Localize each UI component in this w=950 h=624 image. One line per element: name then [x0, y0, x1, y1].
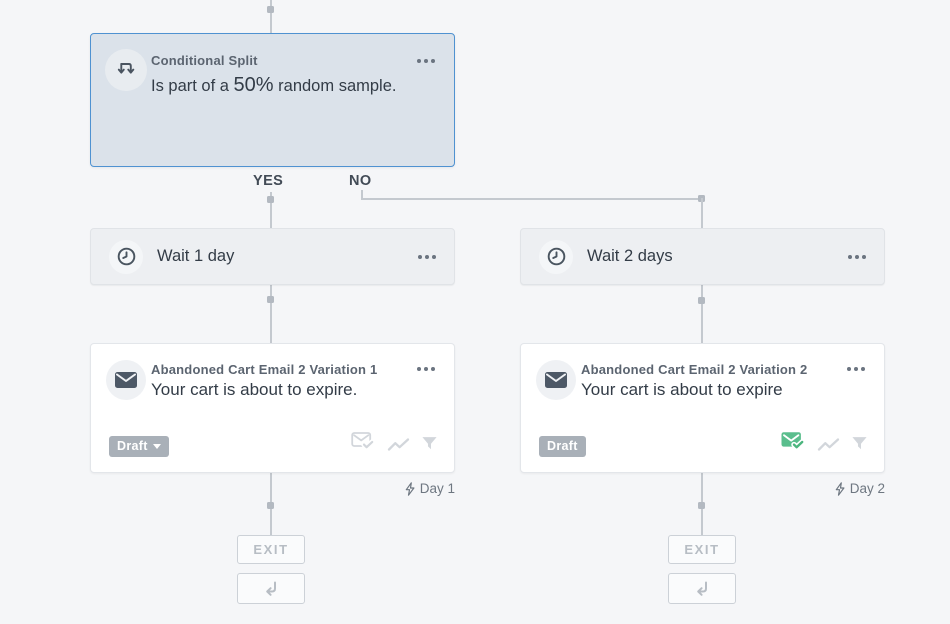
- email-name: Abandoned Cart Email 2 Variation 2: [581, 362, 808, 377]
- connector-joint: [267, 296, 274, 303]
- filter-icon[interactable]: [851, 435, 868, 457]
- connector-left-mid: [270, 285, 272, 343]
- connector-joint: [267, 196, 274, 203]
- lightning-icon: [405, 481, 415, 496]
- status-badge[interactable]: Draft: [539, 436, 586, 457]
- email-subject: Your cart is about to expire.: [151, 380, 358, 399]
- clock-icon: [539, 239, 573, 274]
- email-sent-status-icon-active[interactable]: [781, 431, 806, 457]
- branch-label-no: NO: [349, 173, 372, 189]
- split-desc-suffix: random sample.: [273, 77, 397, 95]
- connector-right-mid: [701, 285, 703, 343]
- connector-no-stub: [361, 190, 363, 200]
- email-name: Abandoned Cart Email 2 Variation 1: [151, 362, 378, 377]
- merge-node: [237, 573, 305, 604]
- connector-joint: [267, 6, 274, 13]
- wait-label: Wait 1 day: [157, 247, 235, 265]
- split-desc-prefix: Is part of a: [151, 77, 234, 95]
- email-sent-status-icon[interactable]: [351, 431, 376, 457]
- wait-label: Wait 2 days: [587, 247, 673, 265]
- more-options-button[interactable]: [418, 254, 436, 259]
- exit-node: EXIT: [668, 535, 736, 564]
- day-indicator-2: Day 2: [685, 481, 885, 496]
- email-icon: [536, 360, 576, 400]
- status-badge[interactable]: Draft: [109, 436, 169, 457]
- more-options-button[interactable]: [417, 59, 435, 63]
- analytics-icon[interactable]: [817, 437, 840, 457]
- email-subject: Your cart is about to expire: [581, 380, 783, 399]
- merge-arrow-icon: [266, 581, 276, 596]
- caret-down-icon: [152, 443, 161, 449]
- connector-joint: [267, 502, 274, 509]
- more-options-button[interactable]: [848, 254, 866, 259]
- merge-node: [668, 573, 736, 604]
- conditional-split-card[interactable]: Conditional Split Is part of a 50% rando…: [90, 33, 455, 167]
- branch-label-yes: YES: [253, 173, 284, 189]
- day-indicator-1: Day 1: [255, 481, 455, 496]
- wait-card-right[interactable]: Wait 2 days: [520, 228, 885, 285]
- lightning-icon: [835, 481, 845, 496]
- analytics-icon[interactable]: [387, 437, 410, 457]
- merge-arrow-icon: [697, 581, 707, 596]
- split-card-title: Conditional Split: [151, 53, 258, 68]
- wait-card-left[interactable]: Wait 1 day: [90, 228, 455, 285]
- filter-icon[interactable]: [421, 435, 438, 457]
- status-text: Draft: [547, 439, 578, 453]
- email-icon: [106, 360, 146, 400]
- more-options-button[interactable]: [847, 367, 865, 371]
- connector-yes: [270, 192, 272, 228]
- day-text: Day 2: [849, 481, 885, 496]
- email-card-variation-1[interactable]: Abandoned Cart Email 2 Variation 1 Your …: [90, 343, 455, 473]
- day-text: Day 1: [419, 481, 455, 496]
- split-icon: [105, 49, 147, 91]
- connector-joint: [698, 297, 705, 304]
- exit-node: EXIT: [237, 535, 305, 564]
- connector-incoming: [270, 0, 272, 33]
- email-card-variation-2[interactable]: Abandoned Cart Email 2 Variation 2 Your …: [520, 343, 885, 473]
- connector-joint: [698, 502, 705, 509]
- more-options-button[interactable]: [417, 367, 435, 371]
- split-card-description: Is part of a 50% random sample.: [151, 74, 396, 97]
- status-text: Draft: [117, 439, 148, 453]
- connector-no-horizontal: [361, 198, 703, 200]
- connector-no-vertical: [701, 198, 703, 228]
- clock-icon: [109, 239, 143, 274]
- split-desc-value: 50%: [233, 74, 274, 96]
